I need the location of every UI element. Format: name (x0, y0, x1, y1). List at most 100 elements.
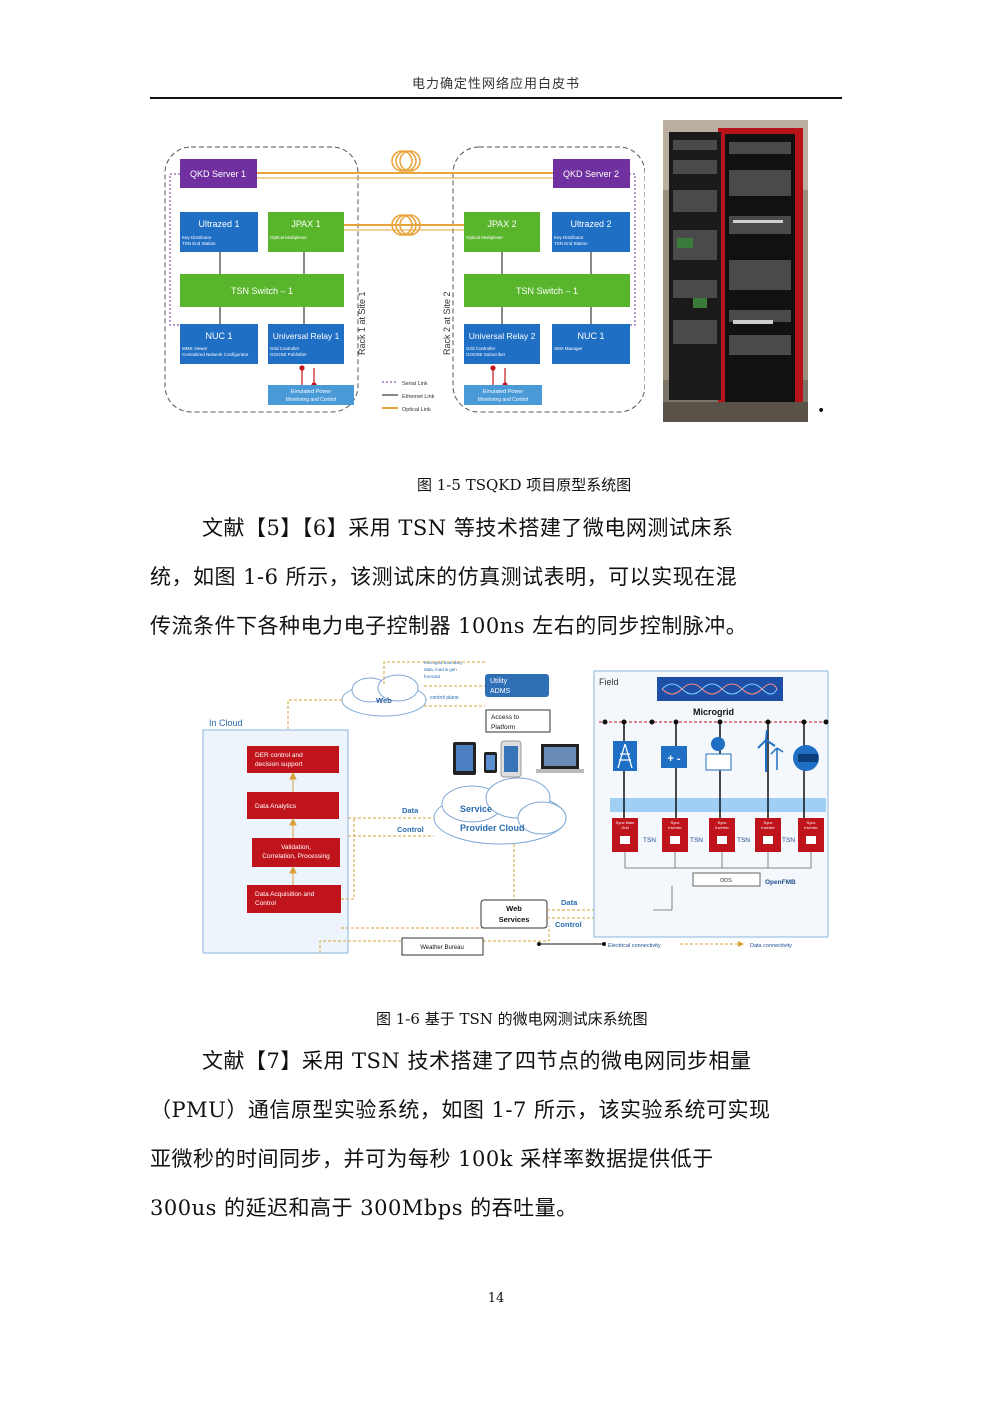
tsn-switch-1-label: TSN Switch – 1 (231, 286, 293, 296)
page-header-title: 电力确定性网络应用白皮书 (411, 77, 580, 92)
wind-turbine-icon-2 (770, 747, 784, 770)
tsn-label-2: TSN (690, 837, 703, 844)
legend-optical: Optical Link (402, 407, 431, 413)
nuc-1 (180, 324, 258, 364)
tsn-label-1: TSN (643, 837, 656, 844)
site-1-outline (164, 146, 359, 413)
service-line1: Service (460, 804, 492, 814)
microgrid-label: Microgrid (693, 707, 734, 717)
data-analytics-box (247, 792, 339, 819)
ultrazed-1 (180, 212, 258, 252)
access-platform-box (485, 709, 551, 733)
sync-inv-a-1: Sync (671, 820, 680, 825)
waveform-panel (657, 677, 783, 701)
para1-line1: 文献【5】【6】采用 TSN 等技术搭建了微电网测试床系 (202, 516, 734, 540)
web-cloud-icon (341, 674, 427, 717)
ultrazed-2-sub1: Key Distributor (554, 235, 584, 240)
page-number: 14 (487, 1291, 505, 1306)
solar-sun-icon (711, 737, 725, 751)
jpax-1-sub: Optical Multiplexer (270, 235, 308, 240)
tsn-switch-2-label: TSN Switch – 1 (516, 286, 578, 296)
ultrazed-2-sub2: TSN End Station (554, 241, 588, 246)
relay-2-label: Universal Relay 2 (469, 331, 536, 341)
utility-adms-box (485, 674, 549, 697)
weather-bureau-box (401, 937, 484, 956)
emulated-2-line1: Emulated Power (483, 389, 524, 395)
dds-links (624, 852, 812, 911)
validation-line1: Validation, (281, 844, 311, 851)
daq-line1: Data Acquisition and (255, 891, 315, 898)
para2-line1: 文献【7】采用 TSN 技术搭建了四节点的微电网同步相量 (202, 1049, 752, 1073)
weather-label: Weather Bureau (420, 945, 464, 951)
sync-glyphs (620, 836, 816, 844)
legend-data: Data connectivity (750, 943, 792, 949)
web-label: Web (376, 696, 392, 705)
ultrazed-2-label: Ultrazed 2 (570, 219, 611, 229)
sync-main-line1: Sync Main (616, 820, 635, 825)
der-control-box (247, 746, 339, 773)
cloud-flow-arrows (289, 771, 297, 885)
data-acquisition-box (247, 885, 341, 913)
para2-line4: 300us 的延迟和高于 300Mbps 的吞吐量。 (150, 1196, 578, 1220)
legend-elec-dot-2 (602, 942, 606, 946)
relay-1-sub2: GOOSE Publisher (270, 352, 307, 357)
sync-inv-a-2: Inverter (668, 825, 682, 830)
relay-1-label: Universal Relay 1 (273, 331, 340, 341)
web-services-links (547, 909, 623, 919)
para1-line3: 传流条件下各种电力电子控制器 100ns 左右的同步控制脉冲。 (150, 614, 748, 638)
relay-1-sub1: Grid Controller (270, 346, 300, 351)
nuc-1-sub1: MMS Viewer (182, 346, 208, 351)
sync-inv-b-1: Sync (718, 820, 727, 825)
figure-1-5-caption: 图 1-5 TSQKD 项目原型系统图 (417, 476, 632, 494)
solar-panel-icon (705, 753, 732, 771)
emulated-1-line1: Emulated Power (291, 389, 332, 395)
control2-label: Control (555, 920, 582, 929)
microgrid-testbed-diagram: In Cloud DER control and decision suppor… (202, 660, 829, 956)
field-label: Field (599, 677, 619, 687)
tsqkd-diagram: QKD Server 1 QKD Server 2 Ultrazed 1 Key… (164, 146, 645, 413)
legend-serial: Serial Link (402, 381, 428, 387)
jpax-2-sub: Optical Multiplexer (466, 235, 504, 240)
jpax-1 (268, 212, 344, 252)
control-plane-label: control plane (430, 695, 459, 701)
daq-line2: Control (255, 900, 277, 907)
legend-elec-dot (537, 942, 541, 946)
tower-glyph (617, 743, 633, 769)
sync-inv-c-1: Sync (764, 820, 773, 825)
jpax-2-label: JPAX 2 (487, 219, 516, 229)
sync-boxes (612, 818, 824, 852)
legend-elec: Electrical connectivity (608, 943, 661, 949)
microgrid-info-3: forecast (424, 674, 441, 679)
tsn-switch-1 (180, 274, 344, 307)
utility-line2: ADMS (490, 688, 511, 695)
fiber-coil-icon-mid (391, 214, 421, 236)
nuc-2-label: NUC 1 (577, 331, 604, 341)
emulated-1-line2: Monitoring and Control (286, 397, 337, 403)
sync-inv-b-2: Inverter (715, 825, 729, 830)
battery-glyph: + - (667, 753, 680, 765)
data-analytics-label: Data Analytics (255, 803, 297, 810)
para1-line2: 统，如图 1-6 所示，该测试床的仿真测试表明，可以实现在混 (150, 565, 738, 589)
ethernet-links (219, 252, 592, 324)
web-services-line2: Services (499, 915, 530, 924)
ultrazed-1-sub1: Key Distributor (182, 235, 212, 240)
jpax-2 (464, 212, 540, 252)
emulated-power-2 (464, 385, 542, 405)
nuc-1-sub2: Centralized Network Configurator (182, 352, 249, 357)
waveform-icon-2 (661, 683, 778, 695)
service-provider-cloud-icon (433, 777, 567, 845)
para2-line3: 亚微秒的时间同步，并可为每秒 100k 采样率数据提供低于 (150, 1147, 714, 1171)
tsn-label-4: TSN (782, 837, 795, 844)
web-services-box (480, 899, 548, 929)
universal-relay-1 (268, 324, 344, 364)
der-line2: decision support (255, 761, 303, 768)
emulated-power-1 (268, 385, 354, 405)
jpax-1-label: JPAX 1 (291, 219, 320, 229)
data-label: Data (402, 806, 419, 815)
nuc-2 (552, 324, 630, 364)
web-services-line1: Web (506, 904, 522, 913)
validation-box (252, 838, 340, 867)
nuc-2-sub: SMA Manager (554, 346, 583, 351)
fiber-coil-icon-top (391, 150, 421, 172)
access-line1: Access to (491, 714, 520, 721)
